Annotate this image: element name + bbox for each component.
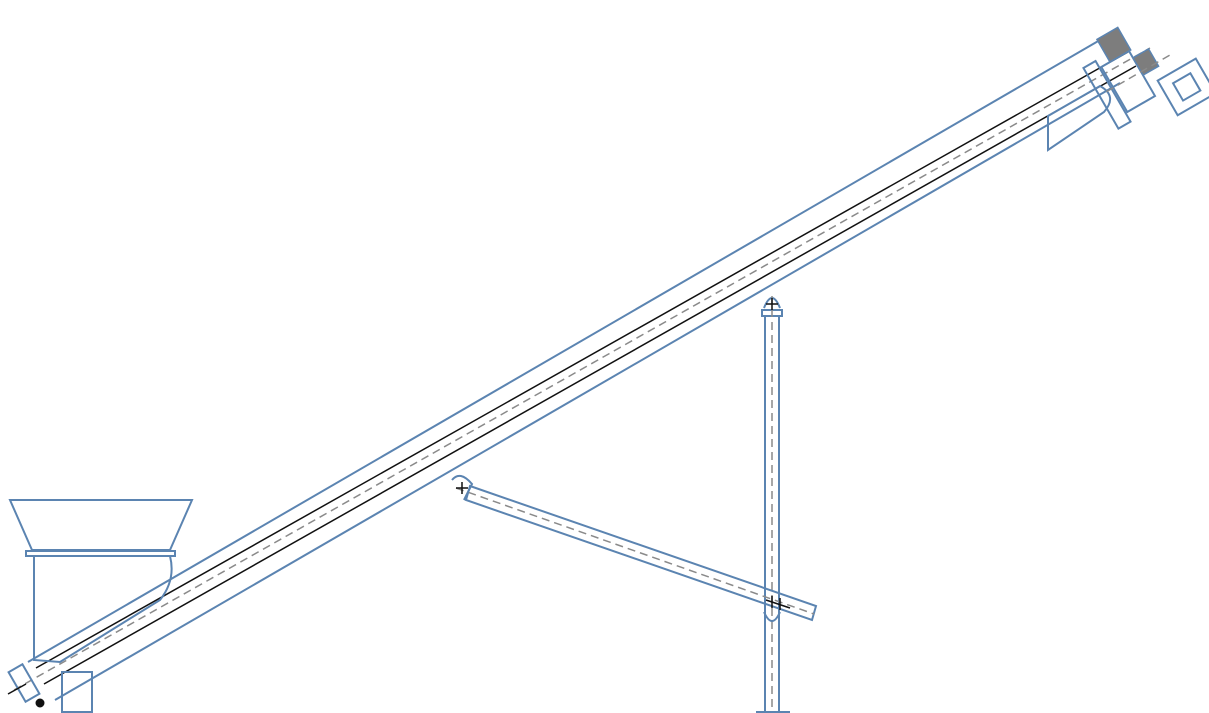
- shaft-upper-line: [35, 51, 1129, 669]
- gearbox-top-block: [1095, 26, 1132, 63]
- motor-body: [1156, 57, 1209, 117]
- inner-screw-shaft: [13, 47, 1151, 691]
- tube-top-edge: [27, 39, 1101, 663]
- brace-centerline: [455, 487, 815, 615]
- tube-bottom-edge: [54, 82, 1121, 701]
- motor-terminal-box: [1171, 71, 1202, 102]
- hopper-foot: [61, 671, 93, 713]
- inlet-end-bearing: [7, 662, 45, 708]
- hopper-funnel: [8, 499, 194, 551]
- spout-outline: [1047, 84, 1111, 152]
- drive-end-flange: [1082, 59, 1132, 131]
- brace-clamp-bolts: [765, 596, 791, 610]
- shaft-lower-line: [43, 65, 1137, 685]
- shaft-centerline: [13, 47, 1151, 691]
- drive-motor: [1082, 26, 1209, 131]
- vertical-support-leg: [756, 296, 790, 713]
- inlet-flange-plate: [7, 662, 41, 704]
- inlet-bearing-bolt: [35, 698, 45, 708]
- hopper-body: [33, 555, 173, 664]
- diagonal-brace: [451, 298, 818, 622]
- brace-top-pivot: [451, 474, 474, 501]
- brace-pivot-cross-upper: [456, 482, 468, 494]
- leg-pivot-cross-upper: [766, 298, 778, 310]
- leg-lower-joint: [763, 611, 781, 622]
- discharge-spout: [1047, 84, 1111, 152]
- hopper-flange: [25, 550, 176, 557]
- screw-conveyor-tube: [27, 39, 1121, 701]
- feed-hopper: [8, 499, 194, 713]
- coupling-block: [1131, 47, 1160, 77]
- inlet-shaft-stub: [7, 683, 27, 695]
